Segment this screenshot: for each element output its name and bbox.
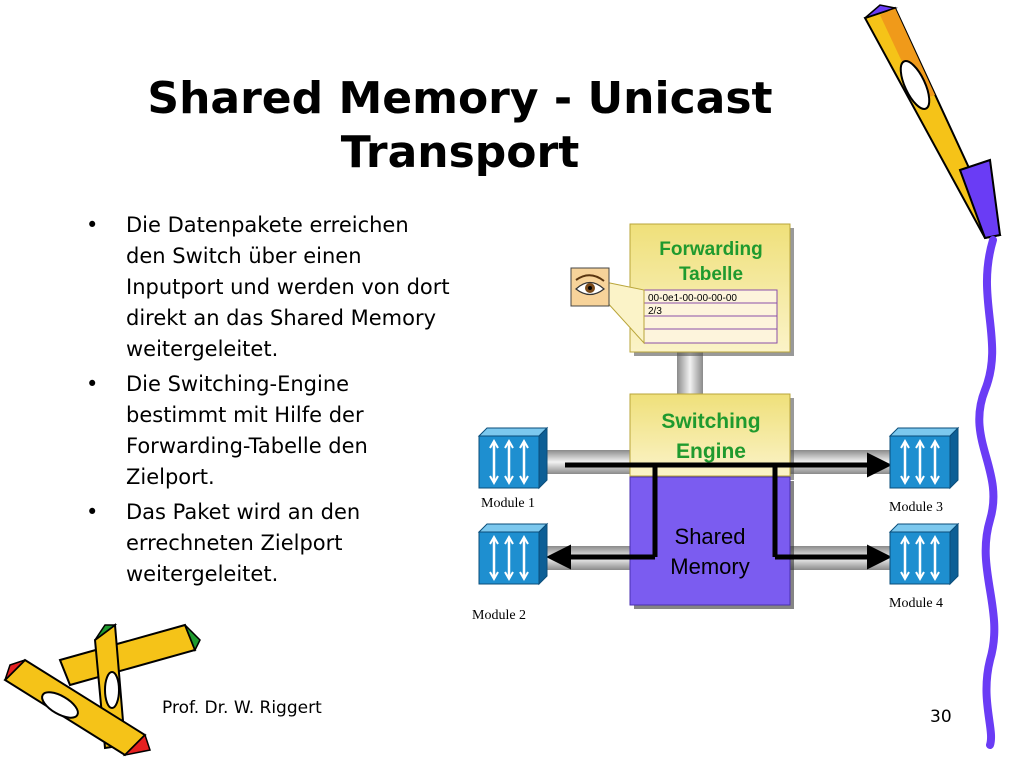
eye-icon: [570, 267, 610, 307]
switching-engine-box: [629, 393, 791, 477]
bullet-text: Das Paket wird an den errechneten Zielpo…: [126, 500, 361, 586]
table-row-2: 2/3: [648, 306, 662, 317]
bullet-item: • Die Switching-Engine bestimmt mit Hilfe…: [86, 369, 451, 493]
memory-label-2: Memory: [670, 554, 749, 579]
page-number: 30: [930, 707, 952, 727]
bullet-dot: •: [86, 372, 99, 396]
lookup-beam: [604, 281, 645, 345]
title-line-2: Transport: [340, 127, 580, 178]
bullet-list: • Die Datenpakete erreichen den Switch üb…: [86, 210, 451, 594]
module-1-icon: [477, 426, 549, 490]
memory-label-1: Shared: [675, 524, 746, 549]
slide-title: Shared Memory - Unicast Transport: [110, 72, 810, 180]
bullet-item: • Die Datenpakete erreichen den Switch üb…: [86, 210, 451, 365]
bullet-text: Die Switching-Engine bestimmt mit Hilfe …: [126, 372, 368, 489]
bullet-dot: •: [86, 500, 99, 524]
footer-author: Prof. Dr. W. Riggert: [162, 698, 322, 718]
title-line-1: Shared Memory - Unicast: [147, 73, 773, 124]
switching-label-2: Engine: [676, 440, 746, 463]
module-1-label: Module 1: [481, 496, 535, 511]
module-4-icon: [888, 522, 960, 586]
module-4-label: Module 4: [889, 596, 943, 611]
module-2-label: Module 2: [472, 608, 526, 623]
forwarding-table: 00-0e1-00-00-00-00 2/3: [643, 289, 778, 344]
switching-label-1: Switching: [661, 410, 760, 433]
module-3-icon: [888, 426, 960, 490]
forwarding-label-1: Forwarding: [659, 239, 762, 260]
bullet-item: • Das Paket wird an den errechneten Zielp…: [86, 497, 451, 590]
bullet-text: Die Datenpakete erreichen den Switch übe…: [126, 213, 450, 361]
forwarding-label-2: Tabelle: [679, 264, 743, 285]
pencil-icon: [863, 4, 1002, 240]
squiggle-line: [975, 236, 999, 749]
bullet-dot: •: [86, 213, 99, 237]
pencils-cluster-icon: [3, 623, 201, 757]
vertical-connector: [677, 352, 703, 400]
module-3-label: Module 3: [889, 500, 943, 515]
module-2-icon: [477, 522, 549, 586]
table-row-1: 00-0e1-00-00-00-00: [648, 293, 737, 304]
